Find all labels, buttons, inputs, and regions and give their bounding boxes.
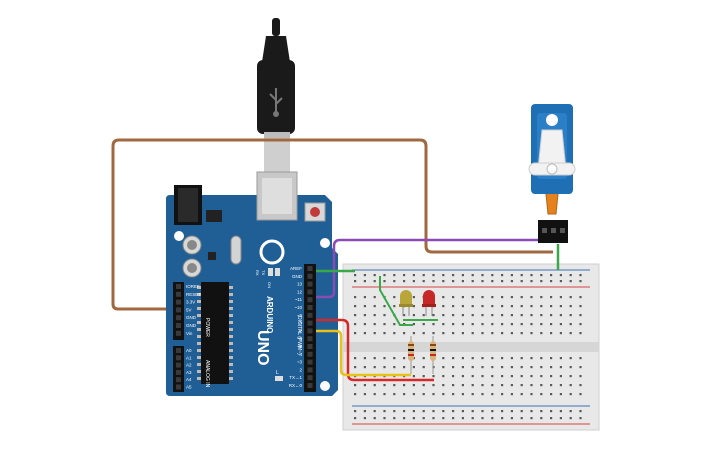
- power-pin-hole[interactable]: [176, 299, 181, 305]
- digital-pin-hole[interactable]: [307, 336, 313, 342]
- power-pin-label: 5V: [186, 307, 192, 312]
- tx-label: TX: [261, 270, 266, 275]
- model-label: UNO: [254, 330, 271, 366]
- digital-pin-label: ~9: [297, 313, 303, 318]
- digital-pin-label: 13: [297, 282, 303, 287]
- usb-icon: [269, 88, 283, 117]
- digital-pin-label: ~11: [295, 297, 303, 302]
- digital-pin-hole[interactable]: [307, 383, 313, 388]
- power-pin-label: IOREF: [186, 284, 200, 289]
- power-pin-label: RESET: [186, 292, 201, 297]
- digital-pin-label: ~3: [297, 360, 303, 365]
- digital-pin-label: TX→1: [289, 375, 302, 380]
- power-pin-hole[interactable]: [176, 291, 181, 297]
- analog-pin-label: A1: [186, 355, 192, 360]
- green-wire-led: [379, 276, 413, 326]
- analog-header-label: ANALOG IN: [204, 360, 210, 388]
- digital-pin-hole[interactable]: [307, 281, 313, 287]
- analog-header[interactable]: [173, 346, 184, 392]
- analog-pin-hole[interactable]: [176, 369, 181, 375]
- digital-pin-label: ~10: [294, 305, 302, 310]
- arduino-uno[interactable]: ARDUINO UNO DIGITAL (PWM~) POWER ANALOG …: [166, 171, 338, 396]
- power-pin-hole[interactable]: [176, 307, 181, 313]
- arduino-logo: [259, 239, 285, 265]
- power-pin-label: Vin: [186, 331, 193, 336]
- brown-wire: [111, 138, 553, 311]
- analog-pin-hole[interactable]: [176, 384, 181, 390]
- digital-pin-label: GND: [292, 274, 303, 279]
- analog-pin-hole[interactable]: [176, 355, 181, 361]
- digital-pin-label: 2: [299, 367, 302, 372]
- digital-header-label: DIGITAL (PWM~): [296, 316, 302, 355]
- digital-pin-hole[interactable]: [307, 359, 313, 365]
- yellow-wire: [316, 329, 411, 377]
- reset-button[interactable]: [304, 202, 326, 222]
- digital-pin-hole[interactable]: [307, 367, 313, 373]
- digital-pin-hole[interactable]: [307, 351, 313, 357]
- red-wire: [316, 318, 434, 382]
- digital-pin-hole[interactable]: [307, 289, 313, 295]
- digital-pin-label: ~5: [297, 344, 303, 349]
- resistor-2[interactable]: [430, 336, 436, 374]
- analog-pin-label: A2: [186, 363, 192, 368]
- digital-pin-hole[interactable]: [307, 375, 313, 381]
- analog-pin-label: A0: [186, 348, 192, 353]
- resistor-1[interactable]: [408, 336, 414, 374]
- analog-pin-hole[interactable]: [176, 377, 181, 383]
- servo[interactable]: [528, 104, 576, 243]
- microcontroller-chip: [197, 282, 233, 384]
- digital-pin-hole[interactable]: [307, 266, 313, 271]
- digital-pin-label: ~6: [297, 336, 303, 341]
- digital-pin-hole[interactable]: [307, 328, 313, 334]
- analog-pin-hole[interactable]: [176, 362, 181, 368]
- digital-pin-label: 4: [299, 352, 302, 357]
- servo-horn[interactable]: [528, 129, 576, 176]
- analog-pin-label: A4: [186, 377, 192, 382]
- rx-label: RX: [255, 270, 260, 276]
- power-pin-hole[interactable]: [176, 284, 181, 289]
- power-pin-hole[interactable]: [176, 323, 181, 328]
- digital-pin-hole[interactable]: [307, 344, 313, 349]
- crystal: [230, 235, 242, 265]
- power-pin-hole[interactable]: [176, 330, 181, 336]
- led-yellow[interactable]: [399, 290, 413, 316]
- led-red[interactable]: [422, 290, 436, 316]
- usb-cable: [257, 18, 295, 172]
- l-label: L: [276, 370, 279, 376]
- power-pin-label: GND: [186, 315, 197, 320]
- power-header[interactable]: [173, 282, 184, 340]
- breadboard[interactable]: [342, 263, 600, 431]
- on-label: ON: [267, 282, 272, 288]
- analog-pin-label: A5: [186, 385, 192, 390]
- digital-header[interactable]: [304, 264, 316, 392]
- digital-pin-hole[interactable]: [307, 273, 313, 279]
- digital-pin-hole[interactable]: [307, 312, 313, 318]
- analog-pin-label: A3: [186, 370, 192, 375]
- digital-pin-label: 12: [297, 289, 303, 294]
- digital-pin-label: RX←0: [289, 383, 303, 388]
- analog-pin-hole[interactable]: [176, 348, 181, 353]
- power-pin-label: GND: [186, 323, 197, 328]
- digital-pin-hole[interactable]: [307, 297, 313, 303]
- power-header-label: POWER: [204, 318, 210, 337]
- digital-pin-hole[interactable]: [307, 305, 313, 310]
- purple-wire: [316, 238, 548, 299]
- digital-pin-hole[interactable]: [307, 320, 313, 326]
- digital-pin-label: 8: [299, 321, 302, 326]
- digital-pin-label: 7: [299, 328, 302, 333]
- brand-label: ARDUINO: [265, 296, 274, 333]
- digital-pin-label: AREF: [290, 266, 302, 271]
- power-pin-label: 3.3V: [186, 300, 195, 305]
- power-pin-hole[interactable]: [176, 315, 181, 321]
